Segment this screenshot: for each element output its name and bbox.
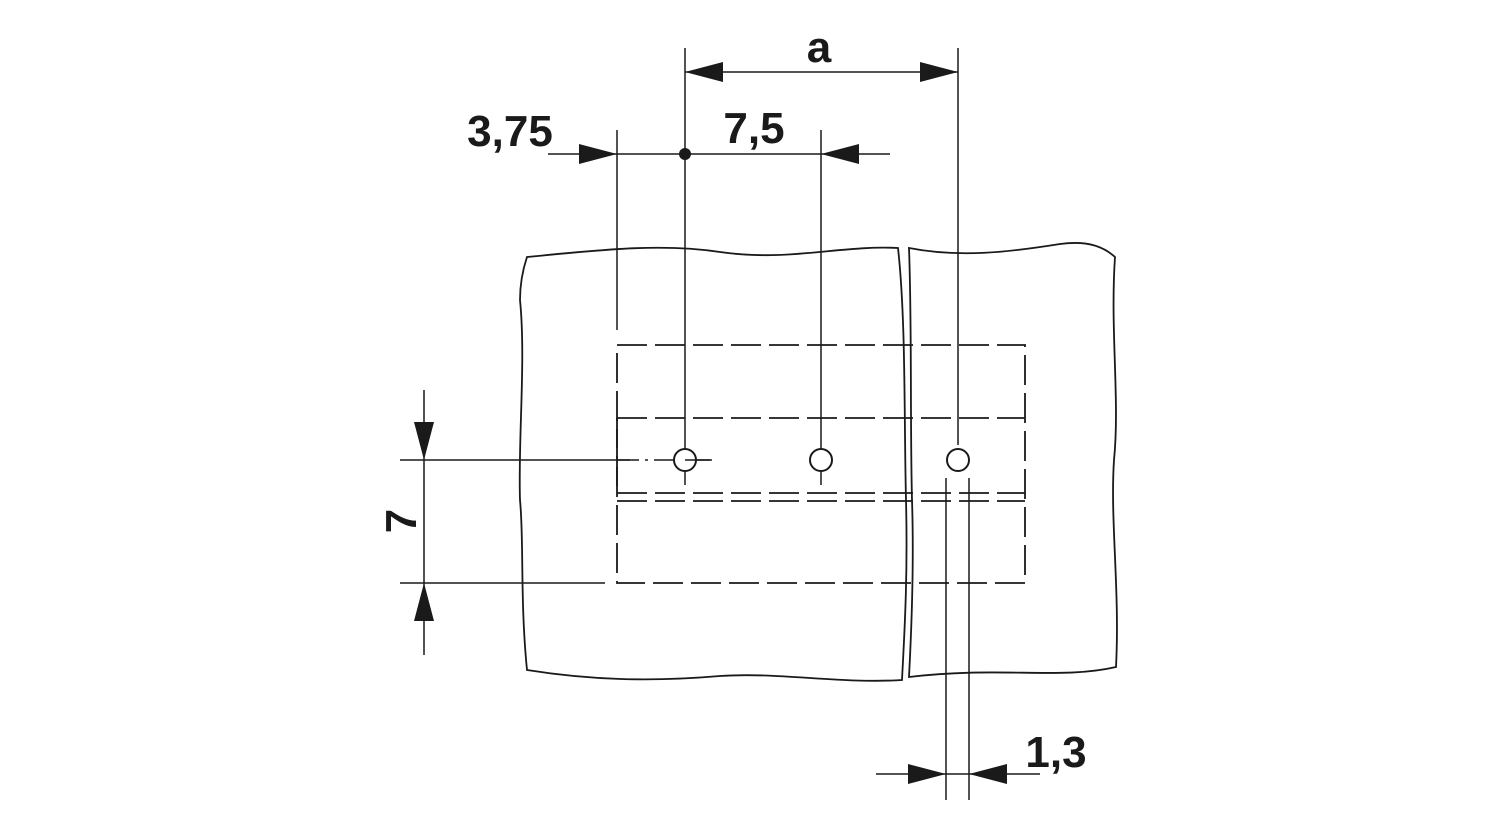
- dim-label-pitch: 7,5: [723, 104, 784, 153]
- arrow-hole-left: [908, 764, 946, 784]
- arrow-row-top: [414, 422, 434, 460]
- dim-label-hole: 1,3: [1025, 728, 1086, 777]
- arrow-offset: [579, 144, 617, 164]
- board-section-left: [518, 246, 908, 682]
- arrow-row-bottom: [414, 583, 434, 621]
- dimension-offset-pitch: 3,75 7,5: [467, 104, 890, 164]
- arrow-a-left: [685, 62, 723, 82]
- dim-label-row: 7: [377, 509, 426, 533]
- arrow-a-right: [920, 62, 958, 82]
- dimension-a: a: [685, 23, 958, 82]
- extension-lines: [400, 48, 970, 800]
- dimension-row: 7: [377, 390, 434, 655]
- holes: [673, 448, 970, 472]
- hole-2: [809, 448, 833, 472]
- board-outline: [518, 242, 1118, 682]
- dimension-hole: 1,3: [876, 728, 1087, 784]
- dim-label-a: a: [807, 23, 832, 72]
- dim-origin-dot: [679, 148, 691, 160]
- footprint-outer: [616, 344, 1026, 584]
- arrow-pitch: [821, 144, 859, 164]
- hole-n: [946, 448, 970, 472]
- arrow-hole-right: [969, 764, 1007, 784]
- dim-label-offset: 3,75: [467, 107, 553, 156]
- board-section-right: [908, 242, 1118, 679]
